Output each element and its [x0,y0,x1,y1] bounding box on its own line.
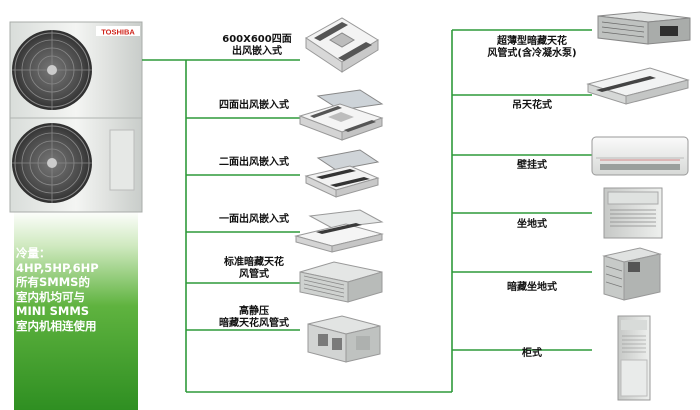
capacity-line: 所有SMMS的 [16,275,90,289]
label-cassette-1way: 一面出风嵌入式 [219,214,289,225]
slim-duct-unit-icon [597,11,691,45]
cassette-2way-unit-icon [304,149,380,198]
capacity-line: 4HP,5HP,6HP [16,260,99,275]
capacity-panel [14,210,138,410]
ceiling-unit-icon [586,67,690,105]
fan-top-icon [12,30,92,110]
cassette-600-unit-icon [305,17,379,73]
floor-unit-icon [603,187,663,239]
std-duct-unit-icon [299,261,383,303]
cassette-1way-unit-icon [294,209,384,253]
concealed-floor-unit-icon [602,247,662,301]
outdoor-unit: TOSHIBA [9,21,143,213]
hsp-duct-unit-icon [307,315,381,363]
label-cassette-4way: 四面出风嵌入式 [219,100,289,111]
label-wall: 壁挂式 [517,160,547,171]
label-cassette-600: 600X600四面 出风嵌入式 [222,34,292,57]
label-ceiling: 吊天花式 [512,100,552,111]
capacity-line: MINI SMMS [16,304,90,318]
label-hsp-duct: 高静压 暗藏天花风管式 [219,306,289,329]
cabinet-unit-icon [617,315,651,401]
label-cassette-2way: 二面出风嵌入式 [219,157,289,168]
label-floor: 坐地式 [517,219,547,230]
refrigerant-pipes [142,29,592,393]
label-cabinet: 柜式 [522,348,542,359]
capacity-line: 室内机相连使用 [16,318,97,333]
label-concealed-floor: 暗藏坐地式 [507,282,557,293]
label-slim-duct: 超薄型暗藏天花 风管式(含冷凝水泵) [487,36,577,59]
fan-bottom-icon [12,123,92,203]
label-std-duct: 标准暗藏天花 风管式 [224,257,284,280]
wall-unit-icon [591,136,689,176]
capacity-line: 室内机均可与 [16,289,85,304]
cassette-4way-unit-icon [298,89,384,141]
capacity-text: 冷量： 4HP,5HP,6HP 所有SMMS的 室内机均可与 MINI SMMS… [16,246,134,333]
brand-logo: TOSHIBA [101,28,135,37]
capacity-line: 冷量： [16,246,51,260]
